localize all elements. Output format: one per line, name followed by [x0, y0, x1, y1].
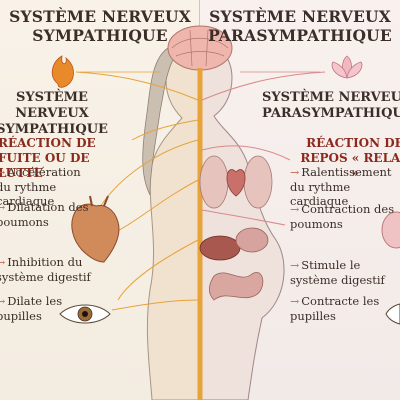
heart-organ-icon — [226, 169, 246, 197]
sympathetic-subtitle: SYSTÈME NERVEUX SYMPATHIQUE — [0, 90, 108, 137]
eye-icon — [59, 304, 111, 324]
arrow-icon: → — [0, 256, 6, 269]
lung-left-icon — [199, 155, 229, 209]
parasympathetic-nerves — [201, 71, 326, 226]
arrow-icon: → — [290, 203, 300, 216]
parasympathetic-effect-heart: →Ralentissement du rythme cardiaque — [290, 165, 398, 208]
stomach-icon — [235, 227, 269, 253]
parasympathetic-effect-pupils-label: Contracte les pupilles — [290, 294, 380, 323]
sympathetic-effect-lungs: →Dilatation des poumons — [0, 200, 92, 229]
sympathetic-effect-digestion-label: Inhibition du système digestif — [0, 255, 91, 284]
sympathetic-effect-pupils: →Dilate les pupilles — [0, 294, 92, 323]
parasympathetic-subtitle: SYSTÈME NERVEUX PARASYMPATHIQUE — [262, 90, 400, 121]
fight-or-flight-label: RÉACTION DE FUITE OU DE LUTTE — [0, 136, 96, 180]
parasympathetic-effect-heart-label: Ralentissement du rythme cardiaque — [290, 165, 392, 208]
lung-right-icon — [243, 155, 273, 209]
parasympathetic-effect-digestion-label: Stimule le système digestif — [290, 258, 385, 287]
lotus-icon — [331, 55, 363, 79]
arrow-icon: → — [290, 166, 300, 179]
flame-icon — [51, 55, 74, 88]
heart-icon — [71, 195, 120, 263]
arrow-icon: → — [290, 295, 300, 308]
sympathetic-title: SYSTÈME NERVEUX SYMPATHIQUE — [9, 7, 191, 45]
intestines-icon — [209, 272, 264, 301]
arrow-icon: → — [0, 166, 6, 179]
sympathetic-effect-digestion: →Inhibition du système digestif — [0, 255, 92, 284]
parasympathetic-effect-lungs-label: Contraction des poumons — [290, 202, 395, 231]
sympathetic-nerves — [75, 71, 199, 311]
sympathetic-effect-pupils-label: Dilate les pupilles — [0, 294, 63, 323]
parasympathetic-effect-pupils: →Contracte les pupilles — [290, 294, 398, 323]
sympathetic-effect-heart-label: Accélération du rythme cardiaque — [0, 165, 81, 208]
parasympathetic-effect-lungs: →Contraction des poumons — [290, 202, 398, 231]
rest-relax-label: RÉACTION DE REPOS « RELAX » — [300, 136, 400, 180]
hair-icon — [142, 47, 175, 196]
liver-icon — [199, 235, 241, 261]
parasympathetic-effect-digestion: →Stimule le système digestif — [290, 258, 398, 287]
arrow-icon: → — [290, 259, 300, 272]
sympathetic-effect-heart: →Accélération du rythme cardiaque — [0, 165, 92, 208]
arrow-icon: → — [0, 201, 6, 214]
arrow-icon: → — [0, 295, 6, 308]
eye-partial-icon — [385, 303, 400, 325]
sympathetic-effect-lungs-label: Dilatation des poumons — [0, 200, 89, 229]
heart-pink-partial-icon — [381, 211, 400, 249]
parasympathetic-title: SYSTÈME NERVEUX PARASYMPATHIQUE — [208, 7, 392, 45]
